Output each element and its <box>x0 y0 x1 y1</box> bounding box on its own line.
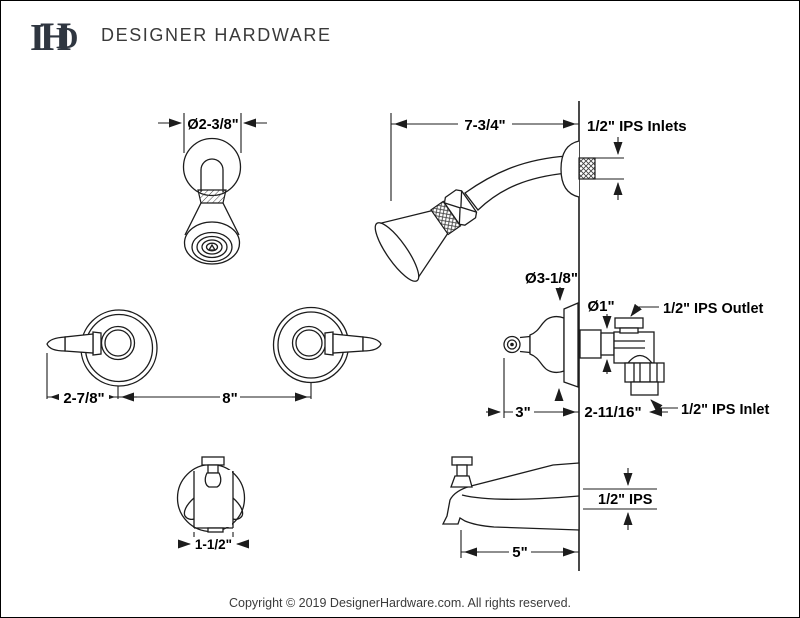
valve-side-view: Ø3-1/8" Ø1" 1/2" IPS Outlet 1/2" IPS Inl… <box>486 270 769 421</box>
dim-valve-flange-diameter: Ø3-1/8" <box>525 270 578 401</box>
left-handle-tip <box>46 336 66 352</box>
valve-flange <box>563 302 579 388</box>
brand-name: DESIGNER HARDWARE <box>101 24 332 45</box>
right-handle-tip <box>362 336 382 352</box>
right-handle <box>272 306 382 399</box>
dim-spout-length: 5" <box>460 530 579 561</box>
showerhead-side-head <box>374 189 478 282</box>
shower-arm <box>464 155 568 211</box>
dim-text-spout-width: 1-1/2" <box>195 537 232 552</box>
showerhead-front-arm <box>200 158 224 192</box>
left-handle <box>46 309 158 399</box>
monogram-letter-h: H <box>40 14 71 58</box>
spout-body <box>441 462 580 531</box>
dim-text-valve-front-depth: 3" <box>515 404 530 421</box>
left-handle-shaft <box>64 333 94 354</box>
dim-text-handle-length: 2-7/8" <box>63 390 104 407</box>
dim-text-stem-diameter: Ø1" <box>587 298 614 315</box>
showerhead-side-view: 7-3/4" 1/2" IPS Inlets <box>374 113 687 282</box>
shower-arm-flange <box>560 140 580 198</box>
showerhead-front-nut <box>197 189 227 204</box>
dim-text-center-spread: 8" <box>222 390 237 407</box>
dim-handle-length: 2-7/8" <box>46 353 118 407</box>
monogram-letter-d: D <box>56 20 78 55</box>
dim-spout-width: 1-1/2" <box>178 532 249 552</box>
shower-arm-nipple <box>578 157 596 180</box>
dim-text-spout-length: 5" <box>512 544 527 561</box>
label-text-valve-outlet: 1/2" IPS Outlet <box>663 301 764 317</box>
brand-header: I H D DESIGNER HARDWARE <box>29 11 332 59</box>
left-handle-collar <box>92 331 102 356</box>
showerhead-collar <box>430 200 462 236</box>
right-handle-collar <box>324 331 334 356</box>
dim-text-spout-ips: 1/2" IPS <box>598 492 653 508</box>
monogram-letter-i: I <box>30 17 45 58</box>
brand-monogram-icon: I H D <box>30 14 78 58</box>
footer: Copyright © 2019 DesignerHardware.com. A… <box>1 594 799 612</box>
label-ips-inlets: 1/2" IPS Inlets <box>587 118 687 135</box>
valve-outlet-cap <box>614 317 644 329</box>
right-handle-shaft <box>332 333 364 354</box>
valve-outlet-neck <box>619 327 639 334</box>
dim-text-valve-back-depth: 2-11/16" <box>584 404 641 421</box>
showerhead-front-nozzle <box>207 243 217 251</box>
valve-handle-bell <box>529 315 565 374</box>
valve-inlet-nut <box>624 362 665 383</box>
dim-text-showerhead-diameter: Ø2-3/8" <box>187 117 238 133</box>
dim-center-spread: 8" <box>118 390 311 407</box>
spout-front-view: 1-1/2" <box>176 456 249 552</box>
label-text-valve-inlet: 1/2" IPS Inlet <box>681 402 769 418</box>
spout-front-diverter <box>201 456 225 488</box>
dim-shower-arm-length: 7-3/4" <box>390 113 579 201</box>
spout-side-view: 5" 1/2" IPS <box>441 456 657 561</box>
dim-text-flange-diameter: Ø3-1/8" <box>525 270 578 287</box>
dim-showerhead-diameter: Ø2-3/8" <box>158 113 267 153</box>
valve-inlet-pipe <box>630 381 659 396</box>
handles-front-view: 2-7/8" 8" <box>46 306 382 407</box>
valve-stem-collar <box>579 329 602 359</box>
dim-text-arm-length: 7-3/4" <box>464 117 505 134</box>
dim-valve-stem-diameter: Ø1" <box>587 298 615 374</box>
spout-side-diverter <box>450 456 473 488</box>
valve-stem <box>600 332 615 356</box>
showerhead-front-view: Ø2-3/8" <box>158 113 267 265</box>
copyright-text: Copyright © 2019 DesignerHardware.com. A… <box>229 596 571 610</box>
label-valve-outlet: 1/2" IPS Outlet <box>630 301 764 317</box>
dim-spout-ips: 1/2" IPS <box>583 468 657 530</box>
label-valve-inlet: 1/2" IPS Inlet <box>650 399 769 418</box>
dim-valve-depths: 3" 2-11/16" <box>486 358 668 421</box>
